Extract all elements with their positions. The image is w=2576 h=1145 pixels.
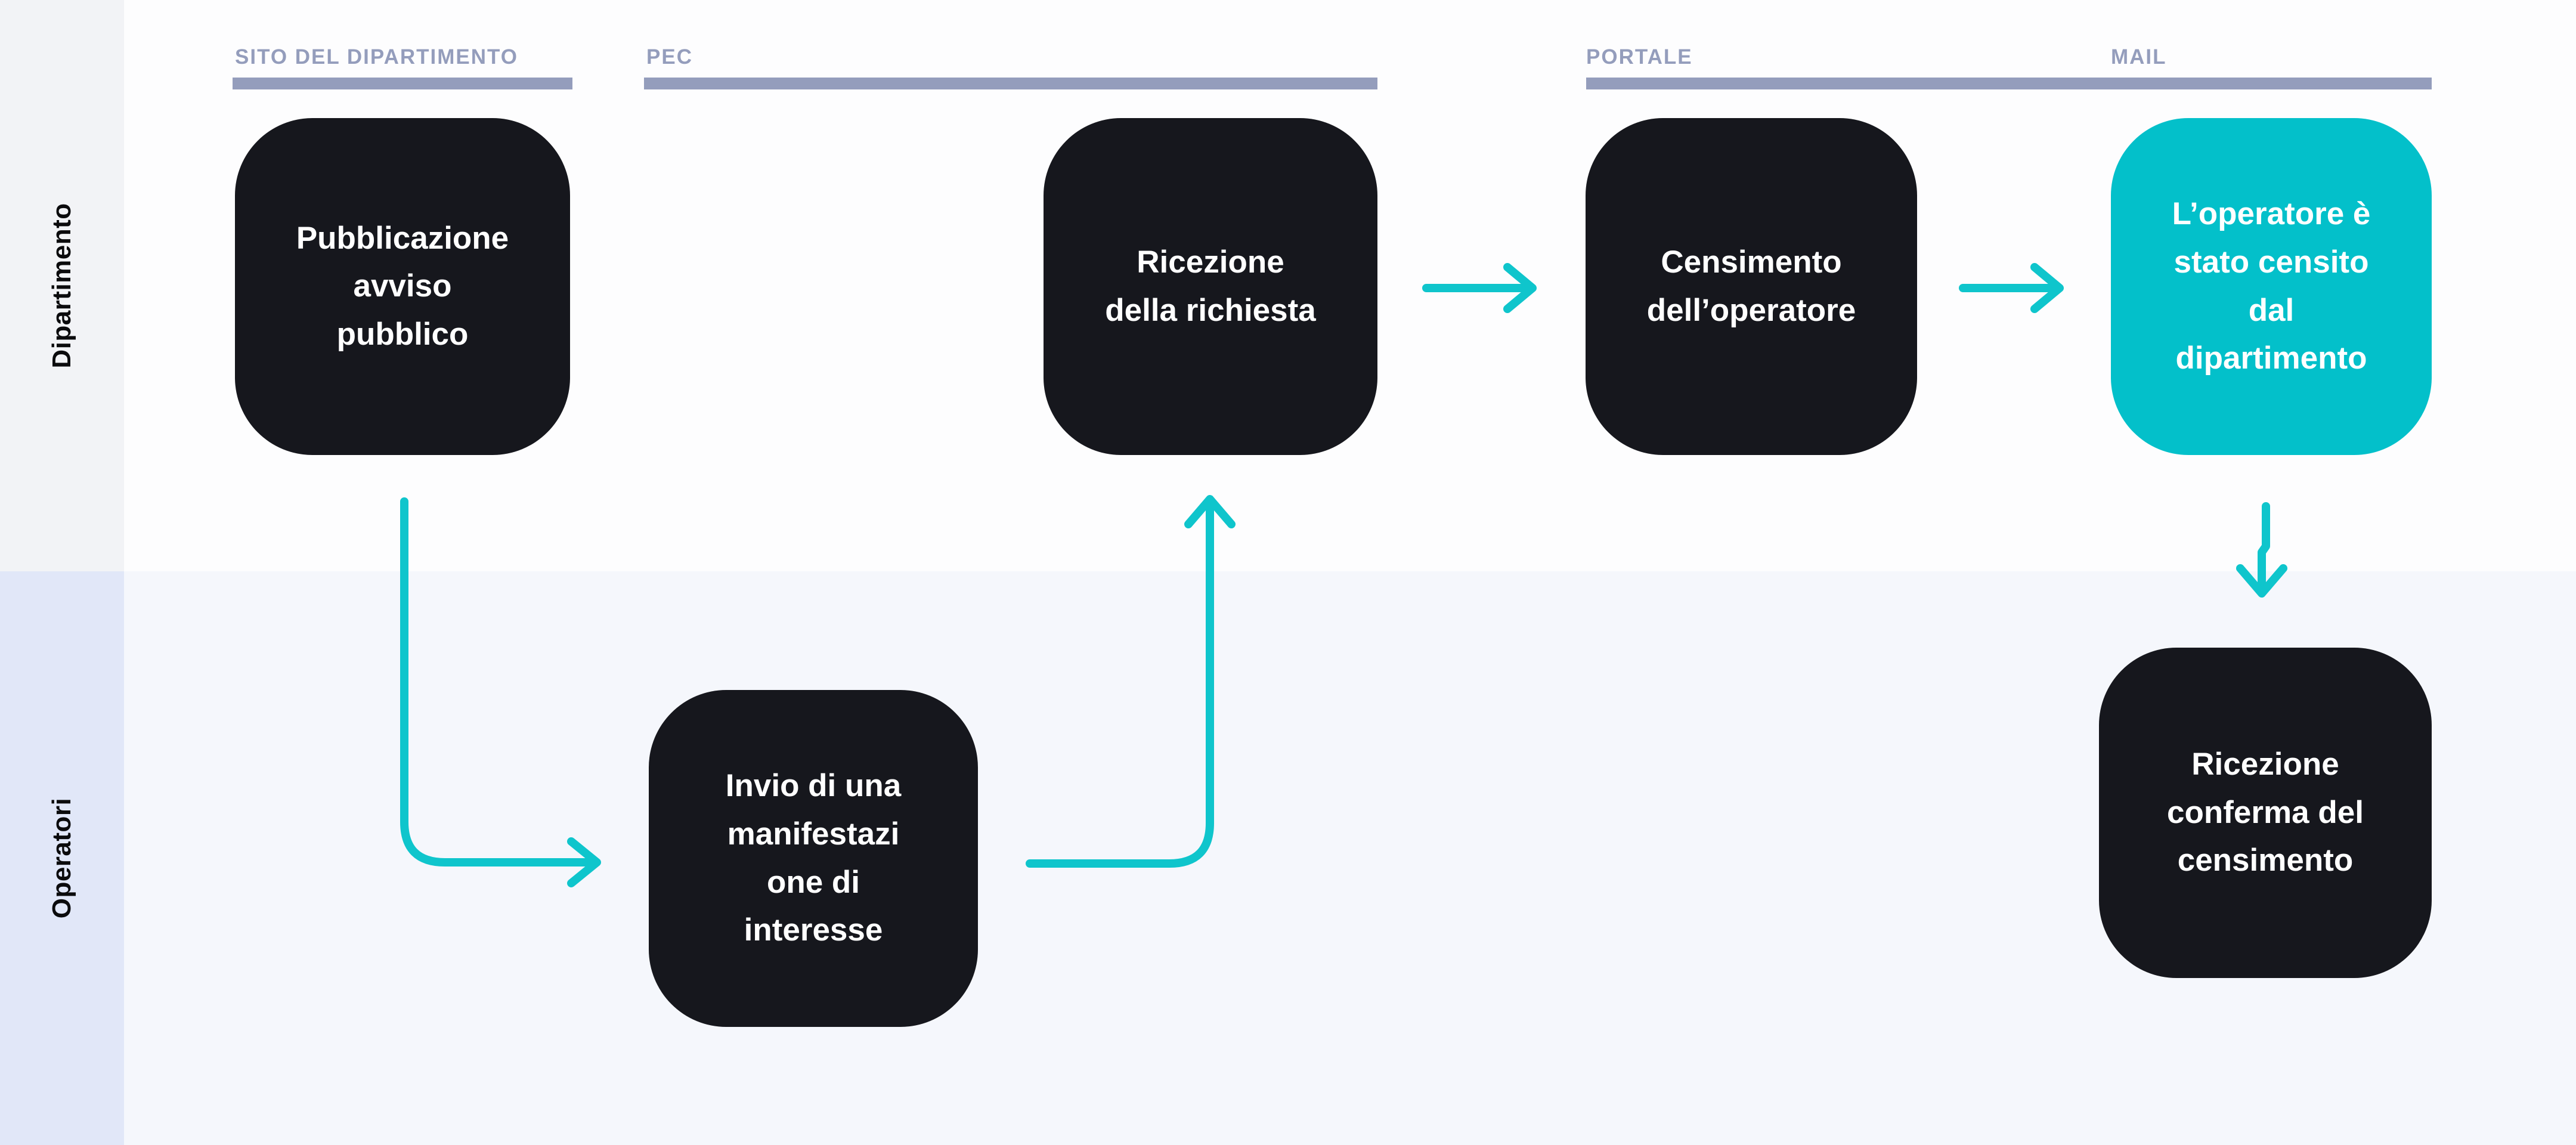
- arrow-head-down-icon: [2236, 564, 2287, 598]
- node-invio-manifestazione-interesse: Invio di una manifestazi one di interess…: [649, 690, 978, 1027]
- node-censimento-operatore: Censimento dell’operatore: [1586, 118, 1917, 455]
- arrow-shaft: [2258, 502, 2270, 593]
- arrow-head-right-icon: [567, 837, 601, 887]
- arrow-pubblicazione-to-invio: [400, 497, 601, 887]
- column-header-mail: MAIL: [2111, 45, 2167, 69]
- lane-dipartimento-strip: [0, 0, 124, 571]
- node-pubblicazione-avviso-pubblico: Pubblicazione avviso pubblico: [235, 118, 570, 455]
- column-header-pec: PEC: [646, 45, 693, 69]
- arrow-head-right-icon: [1503, 263, 1537, 313]
- node-ricezione-della-richiesta: Ricezione della richiesta: [1044, 118, 1377, 455]
- arrow-shaft: [1026, 497, 1214, 868]
- column-header-portale: PORTALE: [1586, 45, 1693, 69]
- arrow-censimento-to-operatore-censito: [1959, 263, 2064, 313]
- arrow-head-up-icon: [1184, 495, 1236, 528]
- lane-operatori-strip: [0, 571, 124, 1145]
- column-underline-portale-mail: [1586, 78, 2432, 89]
- node-operatore-censito: L’operatore è stato censito dal dipartim…: [2111, 118, 2432, 455]
- arrow-ricezione-richiesta-to-censimento: [1422, 263, 1537, 313]
- column-underline-pec: [644, 78, 1377, 89]
- arrow-shaft: [400, 497, 600, 867]
- arrow-operatore-censito-to-ricezione-conferma: [2236, 502, 2287, 598]
- arrow-head-right-icon: [2030, 263, 2064, 313]
- node-ricezione-conferma-censimento: Ricezione conferma del censimento: [2099, 648, 2432, 978]
- column-header-sito-del-dipartimento: SITO DEL DIPARTIMENTO: [235, 45, 519, 69]
- column-underline-sito-del-dipartimento: [233, 78, 572, 89]
- arrow-invio-to-ricezione-richiesta: [1026, 495, 1236, 868]
